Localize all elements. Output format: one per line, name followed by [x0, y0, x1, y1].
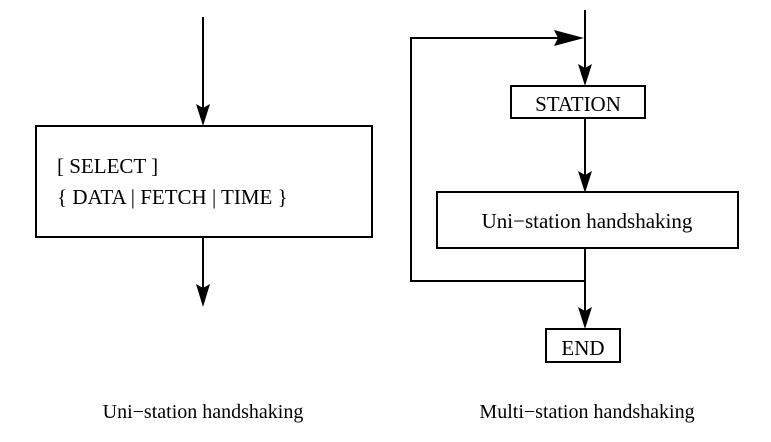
- handshake-to-end-arrow: [578, 248, 592, 329]
- feedback-loop-head: [554, 30, 584, 46]
- uni-handshake-block-rect[interactable]: [436, 191, 739, 249]
- select-block[interactable]: [ SELECT ] { DATA | FETCH | TIME }: [35, 125, 373, 238]
- station-to-handshake-arrow: [578, 118, 592, 193]
- station-block[interactable]: STATION: [510, 85, 646, 119]
- station-to-handshake-head: [578, 171, 592, 193]
- entry-arrow-right: [578, 10, 592, 86]
- end-block[interactable]: END: [545, 328, 621, 363]
- select-block-line1: [ SELECT ]: [57, 154, 158, 178]
- entry-arrow-left-head: [196, 104, 210, 126]
- right-panel-caption: Multi−station handshaking: [479, 401, 694, 423]
- select-block-rect[interactable]: [35, 125, 373, 238]
- entry-arrow-right-head: [578, 64, 592, 86]
- panel-uni-station: [ SELECT ] { DATA | FETCH | TIME } Uni−s…: [35, 17, 373, 423]
- end-block-rect[interactable]: [545, 328, 621, 363]
- uni-handshake-block-label: Uni−station handshaking: [482, 209, 693, 233]
- select-block-line2: { DATA | FETCH | TIME }: [57, 185, 288, 209]
- feedback-loop: [410, 30, 586, 282]
- handshake-to-end-head: [578, 307, 592, 329]
- panel-multi-station: STATION Uni−station handshaking END: [410, 10, 739, 423]
- exit-arrow-left: [196, 237, 210, 307]
- end-block-label: END: [561, 336, 604, 360]
- uni-handshake-block[interactable]: Uni−station handshaking: [436, 191, 739, 249]
- station-block-label: STATION: [535, 92, 621, 116]
- exit-arrow-left-head: [196, 284, 210, 307]
- station-block-rect[interactable]: [510, 85, 646, 119]
- left-panel-caption: Uni−station handshaking: [103, 401, 304, 423]
- entry-arrow-left: [196, 17, 210, 126]
- feedback-loop-path: [410, 37, 586, 282]
